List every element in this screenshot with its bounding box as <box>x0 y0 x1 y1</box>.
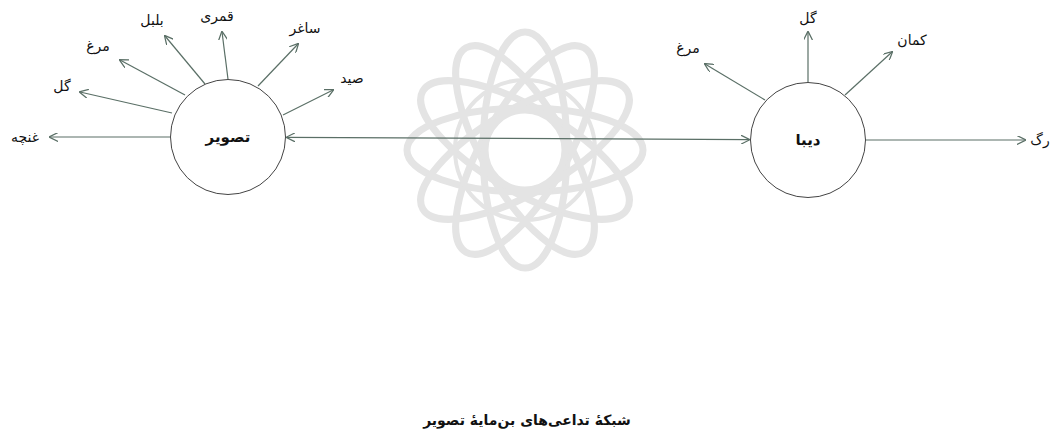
association-arrow <box>845 52 892 95</box>
figure-caption: شبکهٔ تداعی‌های بن‌مایهٔ تصویر <box>0 412 1054 428</box>
association-word: غنچه <box>11 129 39 146</box>
association-word: کمان <box>897 32 926 49</box>
association-arrow <box>50 136 170 137</box>
watermark <box>402 27 648 273</box>
association-arrow <box>120 60 185 95</box>
association-arrow <box>222 32 228 79</box>
association-arrow <box>165 36 205 84</box>
association-word: رگ <box>1030 132 1049 149</box>
concept-circle: تصویر <box>170 79 286 195</box>
association-arrow <box>807 32 808 82</box>
association-word: مرغ <box>86 38 110 55</box>
association-arrow <box>258 44 298 86</box>
association-word: قمری <box>200 8 233 25</box>
concept-circle: دیبا <box>750 82 866 198</box>
concept-name: دیبا <box>795 131 820 149</box>
association-arrow <box>705 64 765 100</box>
association-word: بلبل <box>140 12 163 29</box>
association-word: گل <box>799 10 816 27</box>
association-arrow <box>866 139 1025 140</box>
association-word: ساغر <box>289 20 320 37</box>
concept-name: تصویر <box>206 128 251 146</box>
association-word: گل <box>53 78 70 95</box>
association-word: صید <box>340 70 363 87</box>
association-connector <box>287 137 749 139</box>
association-arrow <box>283 90 333 115</box>
association-arrow <box>80 92 172 113</box>
association-word: مرغ <box>676 40 700 57</box>
